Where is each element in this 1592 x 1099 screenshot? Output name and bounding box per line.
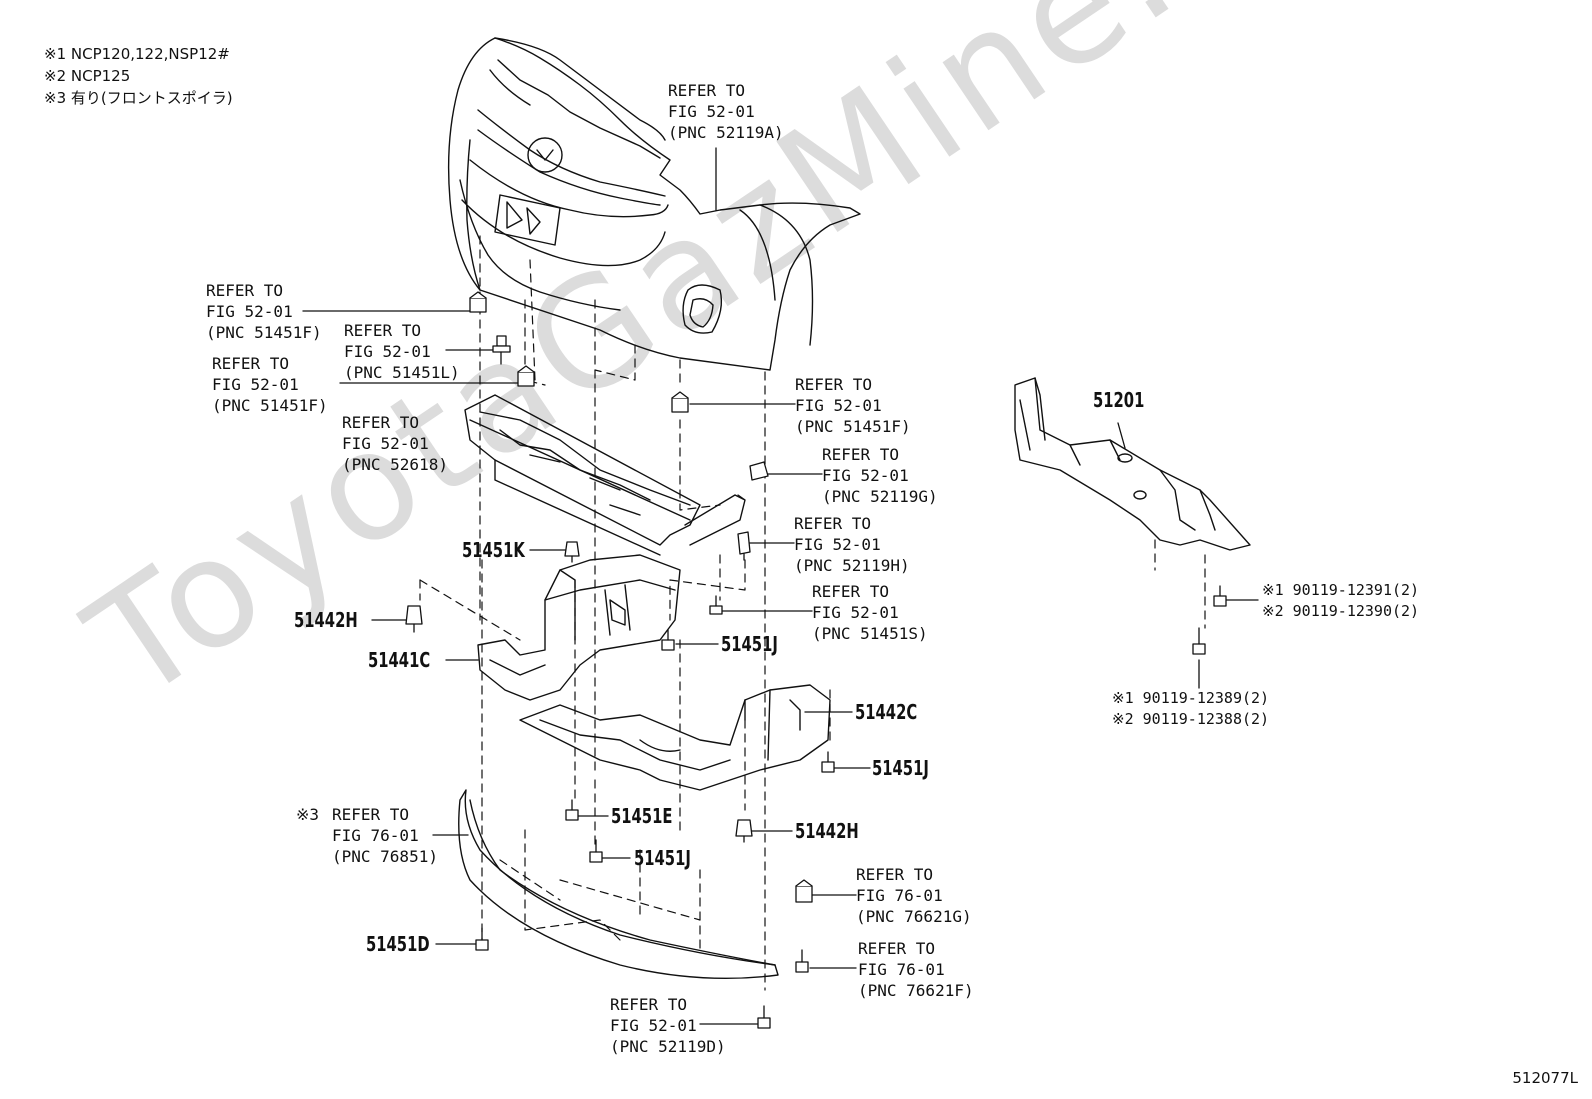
ref-52119G[interactable]: REFER TO FIG 52-01 (PNC 52119G) <box>822 445 938 506</box>
bolt-51451D <box>475 927 489 951</box>
front-bumper-cover <box>447 37 861 371</box>
clip-52119G <box>749 461 769 481</box>
part-51451D[interactable]: 51451D <box>366 932 430 956</box>
ref-52119H[interactable]: REFER TO FIG 52-01 (PNC 52119H) <box>794 514 910 575</box>
bracket-51201 <box>1014 377 1251 551</box>
part-51442H-a[interactable]: 51442H <box>294 608 358 632</box>
part-51442H-b[interactable]: 51442H <box>795 819 859 843</box>
part-51451J-c[interactable]: 51451J <box>634 846 691 870</box>
part-51441C[interactable]: 51441C <box>368 648 431 672</box>
bolt-76621F <box>795 949 809 973</box>
bolt-51451J-a <box>661 629 675 651</box>
bolt-51451J-c <box>589 839 603 863</box>
model-note-2: ※2 NCP125 <box>44 67 131 85</box>
clip-51451F-b <box>517 365 535 387</box>
engine-under-cover-51441C <box>477 554 681 701</box>
ref-76621F[interactable]: REFER TO FIG 76-01 (PNC 76621F) <box>858 939 974 1000</box>
bolt-options-lower[interactable]: ※1 90119-12389(2) ※2 90119-12388(2) <box>1112 689 1270 728</box>
ref-52119A[interactable]: REFER TO FIG 52-01 (PNC 52119A) <box>668 81 784 142</box>
part-51451J-a[interactable]: 51451J <box>721 632 778 656</box>
part-51451K[interactable]: 51451K <box>462 538 525 562</box>
model-note-3: ※3 有り(フロントスポイラ) <box>44 89 233 107</box>
bolt-90119-12391 <box>1213 585 1227 607</box>
ref-51451F-c[interactable]: REFER TO FIG 52-01 (PNC 51451F) <box>795 375 911 436</box>
ref-51451S[interactable]: REFER TO FIG 52-01 (PNC 51451S) <box>812 582 928 643</box>
clip-76621G <box>795 879 813 903</box>
leader-lines <box>302 147 1259 1025</box>
bolt-90119-12389 <box>1192 627 1206 655</box>
ref-51451F-a[interactable]: REFER TO FIG 52-01 (PNC 51451F) <box>206 281 322 342</box>
ref-76851-mark: ※3 <box>296 805 320 824</box>
bolt-51451J-b <box>821 751 835 773</box>
bolt-51451S <box>709 595 723 615</box>
ref-52618[interactable]: REFER TO FIG 52-01 (PNC 52618) <box>342 413 448 474</box>
bolt-52119D <box>757 1005 771 1029</box>
ref-52119D[interactable]: REFER TO FIG 52-01 (PNC 52119D) <box>610 995 726 1056</box>
front-spoiler <box>458 789 779 980</box>
center-bracket <box>464 394 746 556</box>
model-note-1: ※1 NCP120,122,NSP12# <box>44 45 230 63</box>
ref-51451F-b[interactable]: REFER TO FIG 52-01 (PNC 51451F) <box>212 354 328 415</box>
ref-51451L[interactable]: REFER TO FIG 52-01 (PNC 51451L) <box>344 321 460 382</box>
clip-51451F-a <box>469 291 487 313</box>
ref-76851[interactable]: REFER TO FIG 76-01 (PNC 76851) <box>332 805 438 866</box>
bolt-51451L <box>492 335 511 365</box>
part-51442C[interactable]: 51442C <box>855 700 918 724</box>
clip-51451K <box>564 541 580 563</box>
part-51451E[interactable]: 51451E <box>611 804 673 828</box>
part-51451J-b[interactable]: 51451J <box>872 756 929 780</box>
figure-id: 512077L <box>1512 1069 1578 1087</box>
engine-under-cover-51442C <box>519 684 831 791</box>
clip-52119H <box>737 531 751 561</box>
part-51201[interactable]: 51201 <box>1093 388 1145 412</box>
fasteners <box>405 291 1227 1029</box>
bolt-51451E <box>565 799 579 821</box>
ref-76621G[interactable]: REFER TO FIG 76-01 (PNC 76621G) <box>856 865 972 926</box>
clip-51442H-a <box>405 605 423 633</box>
clip-51442H-b <box>735 819 753 843</box>
clip-51451F-c <box>671 391 689 413</box>
bolt-options-upper[interactable]: ※1 90119-12391(2) ※2 90119-12390(2) <box>1262 581 1420 620</box>
